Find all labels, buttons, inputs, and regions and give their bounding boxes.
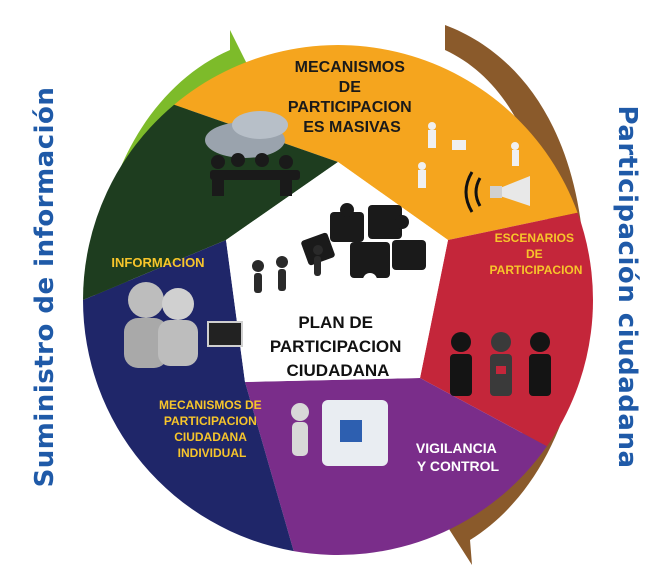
segment-label-masivas: MECANISMOS DE PARTICIPACION ES MASIVAS bbox=[288, 59, 416, 136]
center-title-line: CIUDADANA bbox=[287, 361, 390, 380]
center-title: PLAN DE PARTICIPACION CIUDADANA bbox=[270, 313, 406, 380]
segment-label-vigilancia: VIGILANCIA Y CONTROL bbox=[416, 440, 500, 474]
segment-vigilancia bbox=[245, 378, 547, 555]
right-side-label: Participación ciudadana bbox=[612, 105, 642, 469]
left-side-label: Suministro de información bbox=[30, 86, 60, 488]
segment-informacion bbox=[83, 104, 338, 300]
segment-label-informacion: INFORMACION bbox=[111, 255, 204, 270]
people-figures-icon bbox=[252, 245, 323, 293]
surveillance-people-icon bbox=[450, 332, 551, 396]
megaphone-icon bbox=[464, 171, 530, 213]
center-title-line: PLAN DE bbox=[298, 313, 373, 332]
center-title-line: PARTICIPACION bbox=[270, 337, 402, 356]
segment-label-escenarios: ESCENARIOS DE PARTICIPACION bbox=[490, 231, 583, 277]
segment-individual bbox=[83, 240, 294, 552]
meeting-people-icon bbox=[205, 111, 300, 196]
puzzle-person-icon bbox=[291, 400, 388, 466]
segment-label-individual: MECANISMOS DE PARTICIPACION CIUDADANA IN… bbox=[159, 398, 265, 460]
computer-users-icon bbox=[124, 282, 243, 368]
event-people-icon bbox=[418, 122, 519, 188]
